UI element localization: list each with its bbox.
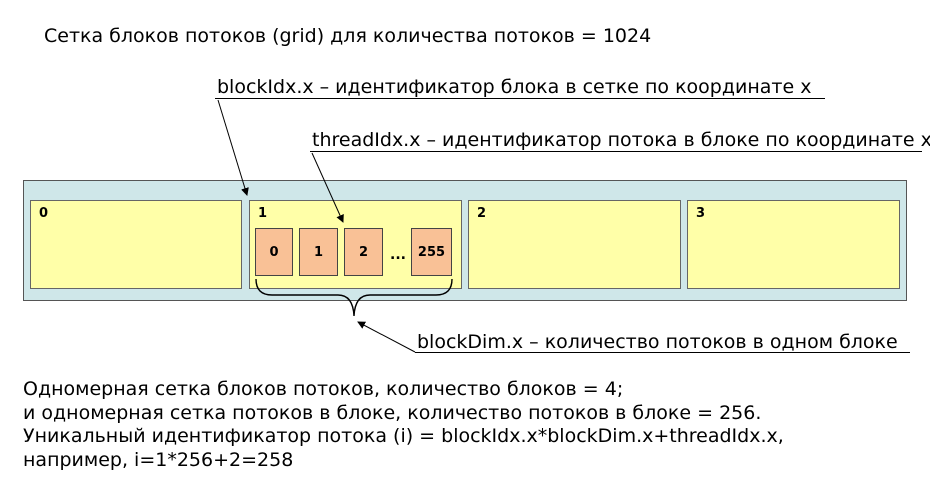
description-line-1: Одномерная сетка блоков потоков, количес… [23, 378, 624, 400]
blockidx-arrow [217, 99, 249, 196]
thread-0: 0 [255, 228, 293, 276]
threadidx-arrow [311, 152, 344, 223]
thread-ellipsis: ... [390, 247, 406, 263]
blockdim-arrow [357, 321, 416, 353]
threadidx-underline [310, 151, 922, 152]
block-2: 2 [468, 200, 681, 289]
block-0: 0 [30, 200, 242, 289]
blockdim-underline [415, 352, 910, 353]
blockdim-annotation: blockDim.x – количество потоков в одном … [417, 331, 898, 353]
description-line-3: Уникальный идентификатор потока (i) = bl… [23, 425, 784, 447]
block-3: 3 [687, 200, 900, 289]
thread-1: 1 [299, 228, 338, 276]
block-3-label: 3 [696, 206, 706, 221]
blockidx-underline [215, 98, 825, 99]
threadidx-annotation: threadIdx.x – идентификатор потока в бло… [312, 129, 930, 151]
blockidx-annotation: blockIdx.x – идентификатор блока в сетке… [217, 76, 812, 98]
block-2-label: 2 [477, 206, 487, 221]
description: Одномерная сетка блоков потоков, количес… [23, 378, 784, 472]
block-1-label: 1 [258, 206, 268, 221]
thread-2: 2 [344, 228, 383, 276]
description-line-2: и одномерная сетка потоков в блоке, коли… [23, 401, 762, 424]
thread-255: 255 [411, 228, 452, 276]
diagram-title: Сетка блоков потоков (grid) для количест… [44, 25, 652, 47]
thread-brace [255, 278, 453, 317]
block-0-label: 0 [39, 206, 49, 221]
description-line-4: например, i=1*256+2=258 [23, 448, 294, 471]
